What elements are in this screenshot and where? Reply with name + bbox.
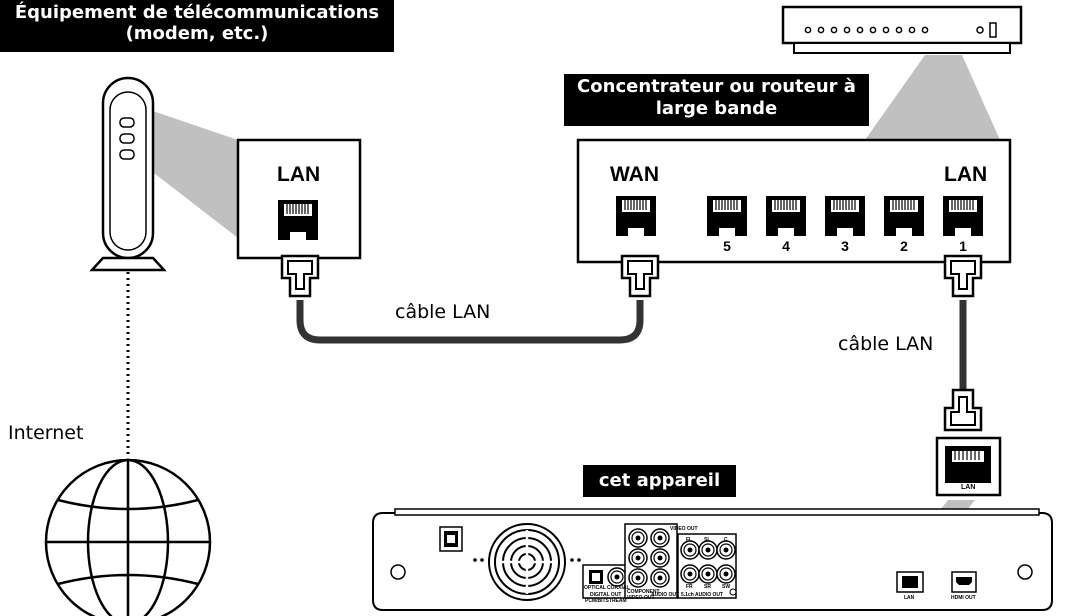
router-port-2 [883, 195, 925, 237]
router-port-5 [706, 195, 748, 237]
router-title-line2: large bande [655, 98, 778, 119]
modem-cable-plug [280, 254, 320, 298]
device-lan-zoom-label: LAN [961, 484, 976, 491]
port-number-3: 3 [841, 238, 849, 254]
telecom-equipment-label: Équipement de télécommunications (modem,… [0, 0, 394, 52]
sw-label: SW [722, 584, 731, 590]
telecom-title: Équipement de télécommunications [14, 2, 380, 23]
cable-label-1: câble LAN [395, 301, 491, 323]
sl-label: SL [704, 537, 711, 543]
fan-grille-icon [488, 523, 566, 601]
router-port-4 [765, 195, 807, 237]
router-port-3 [824, 195, 866, 237]
device-cable-plug [943, 388, 983, 432]
port-number-5: 5 [723, 238, 731, 254]
screw-dots [473, 558, 581, 562]
device-label: cet appareil [583, 465, 736, 497]
coaxial-jack [607, 567, 627, 587]
component-label: COMPONENT [627, 589, 660, 595]
optical-label: OPTICAL [584, 585, 606, 591]
pcm-bitstream-label: PCM/BITSTREAM [585, 598, 627, 604]
c-label: C [724, 537, 728, 543]
globe-icon [44, 458, 212, 616]
router-lan-cable-plug [943, 254, 983, 298]
ch-audio-out-label: 5.1ch AUDIO OUT [681, 592, 724, 598]
cable-label-2: câble LAN [838, 333, 934, 355]
router-device [781, 5, 1023, 54]
modem-lan-title: LAN [277, 163, 321, 186]
sr-label: SR [704, 584, 711, 590]
modem-lan-panel [236, 138, 362, 260]
lan-cable-modem-router [296, 300, 644, 344]
coaxial-label: COAXIAL [607, 585, 630, 591]
device-title: cet appareil [598, 470, 721, 491]
video-out-top-label: VIDEO OUT [670, 526, 698, 532]
audio-out-label: AUDIO OUT [651, 592, 680, 598]
router-wan-cable-plug [620, 254, 660, 298]
hdmi-out-label: HDMI OUT [951, 595, 976, 601]
power-inlet-icon [439, 526, 463, 552]
digital-out-label: DIGITAL OUT [590, 592, 622, 598]
router-port-1 [942, 195, 984, 237]
fl-label: FL [686, 537, 693, 543]
router-label: Concentrateur ou routeur à large bande [564, 74, 869, 126]
telecom-subtitle: (modem, etc.) [125, 23, 269, 44]
component-video-out-label: VIDEO OUT [627, 595, 655, 601]
router-wan-title: WAN [610, 163, 659, 186]
port-number-2: 2 [900, 238, 908, 254]
port-number-1: 1 [959, 238, 967, 254]
modem-callout [150, 110, 238, 238]
router-callout [865, 55, 1000, 140]
modem-lan-port [277, 199, 319, 241]
modem-device [89, 76, 167, 272]
fr-label: FR [686, 584, 693, 590]
router-wan-port [615, 195, 657, 237]
internet-label: Internet [8, 422, 84, 444]
router-lan-title: LAN [944, 163, 988, 186]
device-lan-label: LAN [904, 595, 915, 601]
port-number-4: 4 [782, 238, 790, 254]
router-title-line1: Concentrateur ou routeur à [577, 76, 856, 97]
